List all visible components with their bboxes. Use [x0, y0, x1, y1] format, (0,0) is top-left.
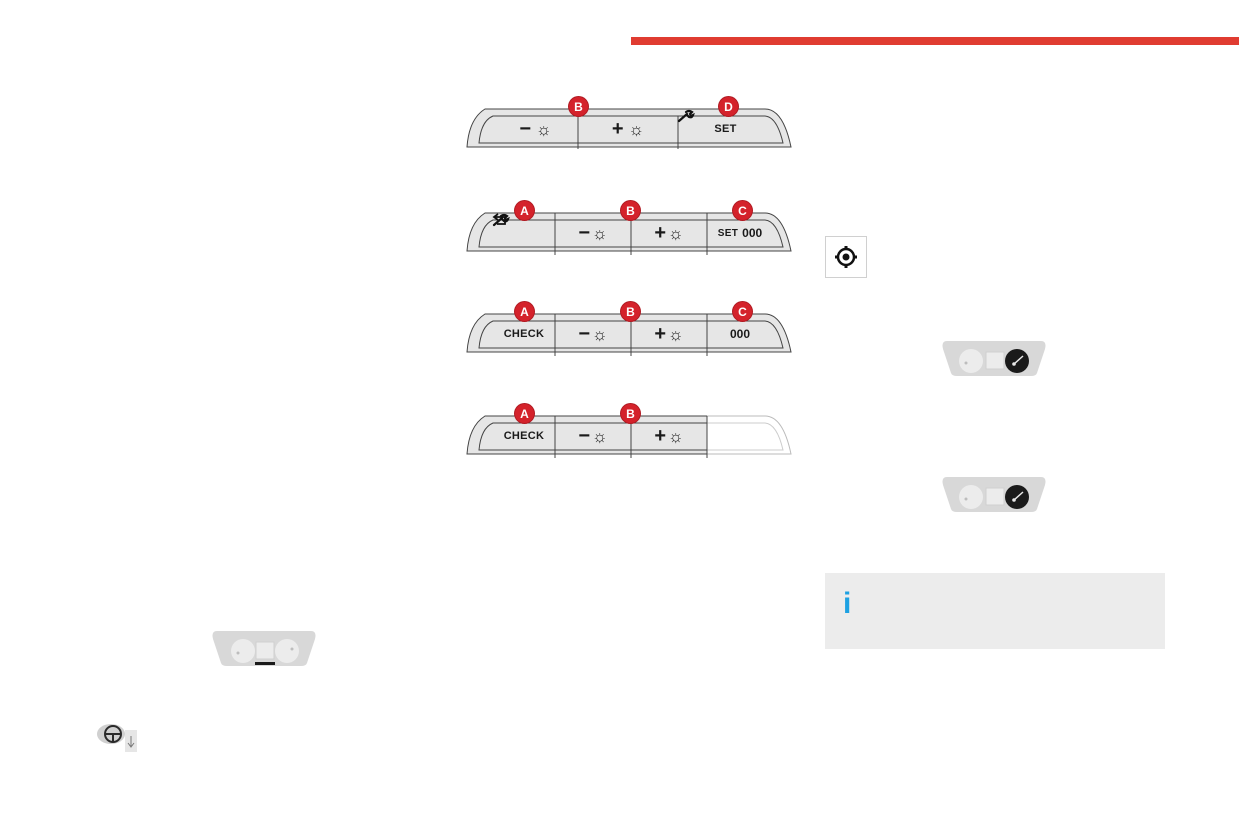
plus-symbol: + — [654, 323, 667, 345]
brightness-decrease-button[interactable]: − ☼ — [555, 315, 631, 353]
set-trip-button[interactable]: SET 000 — [707, 214, 773, 252]
steering-wheel-adjust-icon — [97, 722, 139, 759]
set-label: SET — [717, 227, 739, 239]
section-accent-bar — [631, 37, 1239, 45]
minus-symbol: − — [578, 323, 591, 345]
info-icon: i — [843, 587, 852, 620]
minus-symbol: − — [578, 425, 591, 447]
sun-icon: ☼ — [628, 119, 645, 139]
check-label: CHECK — [503, 328, 545, 340]
settings-gear-icon — [835, 246, 857, 268]
brightness-increase-button[interactable]: + ☼ — [631, 315, 707, 353]
instrument-cluster-icon — [941, 475, 1047, 518]
wrench-icon — [677, 109, 695, 123]
sun-icon: ☼ — [592, 324, 608, 344]
control-panel-4: A B CHECK − ☼ + ☼ — [465, 404, 793, 458]
minus-symbol: − — [519, 118, 532, 140]
control-panel-1: B D − ☼ + ☼ SET — [465, 97, 793, 149]
panel-1-outline — [466, 108, 792, 149]
brightness-decrease-button[interactable]: − ☼ — [493, 110, 578, 148]
sun-icon: ☼ — [536, 119, 552, 139]
panel-2-outline — [466, 212, 792, 255]
label-badge-a: A — [515, 201, 534, 220]
control-panel-2: A B C − ☼ + ☼ SET 000 — [465, 201, 793, 255]
brightness-increase-button[interactable]: + ☼ — [578, 110, 678, 148]
plus-symbol: + — [654, 425, 667, 447]
plus-symbol: + — [654, 222, 667, 244]
check-button[interactable]: CHECK — [493, 417, 555, 455]
sun-icon: ☼ — [668, 223, 684, 243]
label-badge-c: C — [733, 201, 752, 220]
instrument-cluster-icon — [941, 339, 1047, 382]
trip-counter-label: 000 — [742, 226, 763, 240]
label-badge-b: B — [621, 201, 640, 220]
label-badge-b: B — [621, 302, 640, 321]
check-button[interactable]: CHECK — [493, 315, 555, 353]
wrench-icon — [492, 213, 510, 227]
label-badge-b: B — [569, 97, 588, 116]
brightness-decrease-button[interactable]: − ☼ — [555, 417, 631, 455]
check-label: CHECK — [503, 430, 545, 442]
label-badge-a: A — [515, 404, 534, 423]
control-panel-3: A B C CHECK − ☼ + ☼ 000 — [465, 302, 793, 356]
set-button[interactable]: SET — [677, 109, 773, 148]
minus-symbol: − — [578, 222, 591, 244]
label-badge-d: D — [719, 97, 738, 116]
label-badge-c: C — [733, 302, 752, 321]
return-wrench-button[interactable] — [492, 213, 555, 252]
sun-icon: ☼ — [668, 324, 684, 344]
sun-icon: ☼ — [592, 223, 608, 243]
instrument-cluster-icon — [211, 629, 317, 672]
label-badge-b: B — [621, 404, 640, 423]
sun-icon: ☼ — [668, 426, 684, 446]
brightness-decrease-button[interactable]: − ☼ — [555, 214, 631, 252]
sun-icon: ☼ — [592, 426, 608, 446]
trip-counter-button[interactable]: 000 — [707, 315, 773, 353]
set-label: SET — [714, 123, 737, 135]
panel-3-outline — [466, 313, 792, 356]
brightness-increase-button[interactable]: + ☼ — [631, 214, 707, 252]
settings-icon-box — [825, 236, 867, 278]
label-badge-a: A — [515, 302, 534, 321]
panel-4-outline — [466, 415, 792, 458]
plus-symbol: + — [611, 118, 624, 140]
info-note-box: i — [825, 573, 1165, 649]
trip-counter-label: 000 — [729, 327, 751, 341]
brightness-increase-button[interactable]: + ☼ — [631, 417, 707, 455]
